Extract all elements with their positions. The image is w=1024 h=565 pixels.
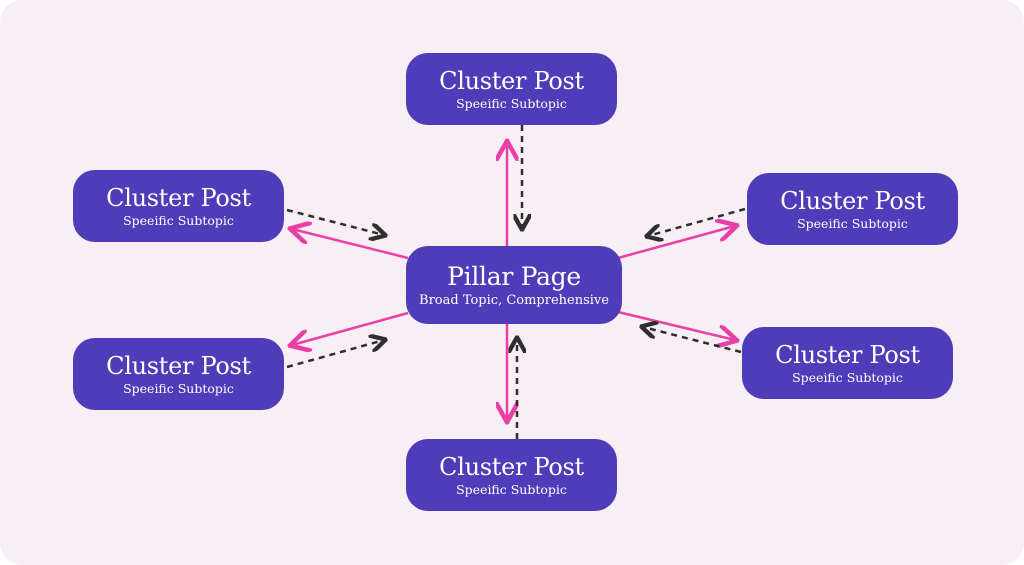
link-right-upper-to-pillar <box>648 207 746 236</box>
cluster-post-top: Cluster Post Speeific Subtopic <box>406 53 617 125</box>
cluster-post-subtitle: Speeific Subtopic <box>123 212 234 228</box>
cluster-post-title: Cluster Post <box>780 186 925 215</box>
cluster-post-title: Cluster Post <box>106 351 251 380</box>
link-right-lower-to-pillar <box>643 327 742 354</box>
cluster-post-subtitle: Speeific Subtopic <box>456 95 567 111</box>
cluster-post-title: Cluster Post <box>439 452 584 481</box>
pillar-page-node: Pillar Page Broad Topic, Comprehensive <box>406 246 622 324</box>
cluster-post-title: Cluster Post <box>775 340 920 369</box>
cluster-post-left-lower: Cluster Post Speeific Subtopic <box>73 338 284 410</box>
cluster-post-subtitle: Speeific Subtopic <box>792 369 903 385</box>
cluster-post-right-lower: Cluster Post Speeific Subtopic <box>742 327 953 399</box>
link-left-lower-to-pillar <box>286 340 384 369</box>
link-pillar-to-left-lower <box>292 311 409 345</box>
cluster-post-subtitle: Speeific Subtopic <box>123 380 234 396</box>
link-pillar-to-right-upper <box>617 226 735 260</box>
cluster-post-bottom: Cluster Post Speeific Subtopic <box>406 439 617 511</box>
cluster-post-subtitle: Speeific Subtopic <box>456 481 567 497</box>
link-pillar-to-left-upper <box>292 229 409 260</box>
link-pillar-to-right-lower <box>617 310 735 340</box>
pillar-page-title: Pillar Page <box>447 261 581 291</box>
cluster-post-title: Cluster Post <box>439 66 584 95</box>
cluster-post-right-upper: Cluster Post Speeific Subtopic <box>747 173 958 245</box>
cluster-post-title: Cluster Post <box>106 183 251 212</box>
cluster-post-subtitle: Speeific Subtopic <box>797 215 908 231</box>
link-left-upper-to-pillar <box>286 208 384 235</box>
cluster-post-left-upper: Cluster Post Speeific Subtopic <box>73 170 284 242</box>
pillar-page-subtitle: Broad Topic, Comprehensive <box>419 292 609 308</box>
